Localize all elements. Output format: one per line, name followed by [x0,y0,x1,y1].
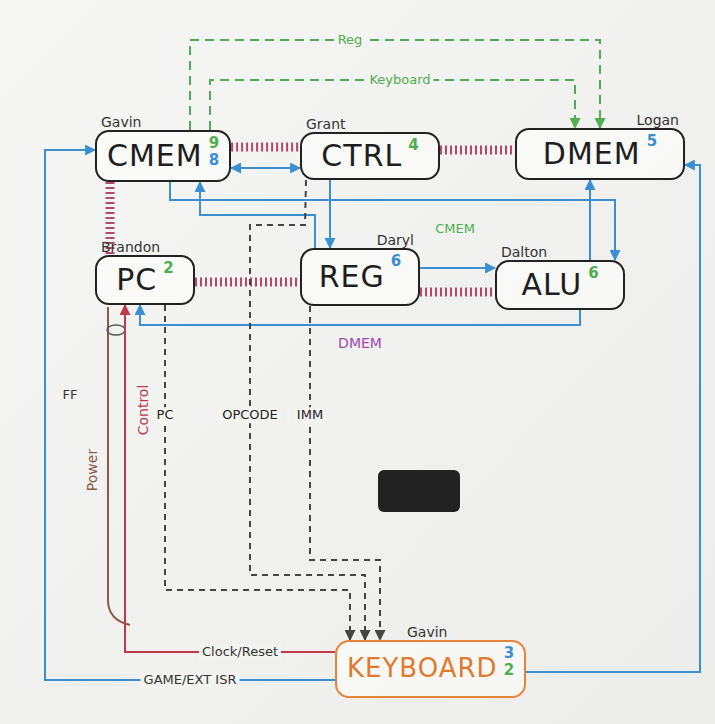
component-box: GavinCMEM98 [95,130,231,182]
callout-number: 9 [209,135,219,152]
component-name: DMEM [543,137,641,172]
signal-wire [200,182,315,248]
signal-wire [329,180,331,248]
callout-number: 4 [408,137,418,154]
signal-label: DMEM [338,335,382,352]
badge-stack: 4 [408,137,418,154]
wire-label: OPCODE [219,407,281,423]
badge-stack: 32 [504,645,514,678]
signal-wire [310,306,380,640]
component-name: CMEM [107,139,203,174]
component-name: REG [319,260,385,295]
wire-label: Keyboard [366,72,433,88]
wire-label: Reg [335,32,366,48]
component-box: GavinKEYBOARD32 [335,640,526,698]
callout-number: 3 [504,645,514,662]
component-box: DaltonALU6 [495,260,625,310]
wire-bundle-ring [107,325,125,335]
callout-number: 6 [588,265,598,282]
signal-wire [526,165,700,672]
signal-wire [420,267,495,269]
callout-number: 2 [163,260,173,277]
data-bus [195,278,300,287]
owner-name: Grant [306,116,346,132]
signal-label: FF [63,387,78,403]
data-bus [440,146,515,155]
callout-number: 6 [391,253,401,270]
component-box: LoganDMEM5 [515,128,685,180]
component-box: BrandonPC2 [95,255,195,305]
callout-number: 5 [647,133,657,150]
owner-name: Daryl [377,232,414,248]
signal-wire [165,305,350,640]
signal-label: Control [135,385,152,436]
badge-stack: 5 [647,133,657,150]
owner-name: Logan [637,112,679,128]
badge-stack: 6 [588,265,598,282]
wire-label: GAME/EXT ISR [141,672,240,688]
component-box: DarylREG6 [300,248,420,306]
owner-name: Gavin [407,624,447,640]
wire-label: Clock/Reset [199,644,281,660]
power-wire [108,307,130,625]
wire-label: PC [154,407,177,423]
signal-wire [125,305,335,652]
signal-label: CMEM [435,221,475,237]
component-name: PC [116,263,157,298]
signal-wire [190,40,600,130]
callout-number: 8 [209,152,219,169]
component-box: GrantCTRL4 [300,132,440,180]
badge-stack: 98 [209,135,219,168]
callout-number: 2 [504,662,514,679]
owner-name: Gavin [101,114,141,130]
signal-wire [45,150,335,680]
data-bus [231,143,300,152]
component-name: ALU [521,268,582,303]
board-eraser [378,470,460,512]
owner-name: Dalton [501,244,547,260]
owner-name: Brandon [101,239,160,255]
wire-label: IMM [294,407,326,423]
component-name: KEYBOARD [347,654,498,684]
data-bus [420,288,495,297]
component-name: CTRL [321,139,402,174]
badge-stack: 2 [163,260,173,277]
badge-stack: 6 [391,253,401,270]
signal-wire [231,167,300,169]
signal-wire [589,180,591,260]
signal-label: Power [84,449,101,491]
